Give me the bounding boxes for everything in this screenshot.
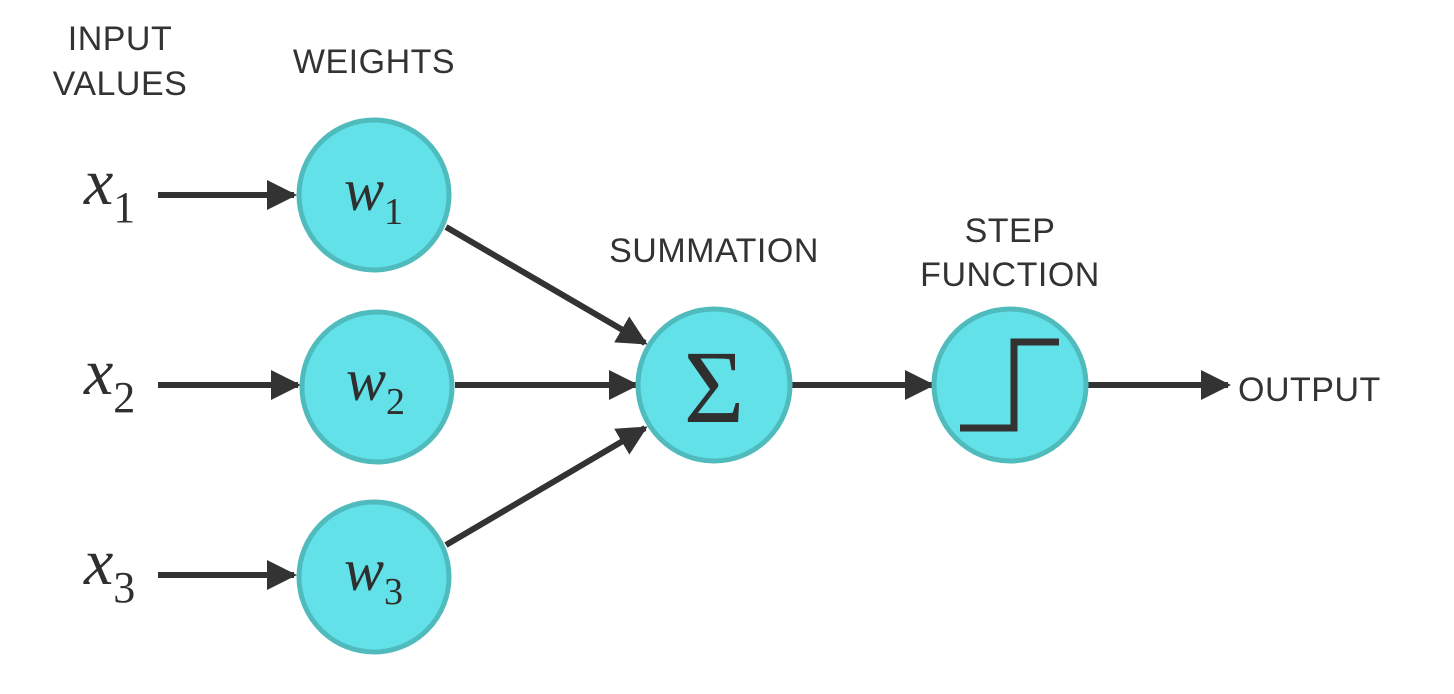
svg-text:x2: x2 — [83, 336, 135, 422]
input-index: 3 — [113, 563, 135, 612]
step-function-label-line1: STEP — [965, 212, 1056, 250]
svg-text:w2: w2 — [346, 347, 405, 423]
weight-symbol: w — [344, 537, 384, 603]
weight-node-1: w1 — [296, 117, 452, 273]
weight-1-to-sum-arrow — [444, 224, 648, 346]
input-symbol: x — [83, 336, 113, 409]
step-function-label-line2: FUNCTION — [920, 256, 1100, 294]
summation-label: SUMMATION — [609, 232, 819, 270]
input-values-label-line2: VALUES — [53, 65, 188, 103]
input-index: 2 — [113, 373, 135, 422]
step-function-node — [931, 306, 1089, 464]
sigma-icon: Σ — [684, 330, 745, 445]
weight-node-2: w2 — [299, 309, 455, 465]
step-function-icon — [960, 338, 1059, 432]
output-label: OUTPUT — [1238, 371, 1381, 409]
input-values-label-line1: INPUT — [68, 20, 173, 58]
weights-label: WEIGHTS — [293, 43, 455, 81]
svg-text:w1: w1 — [344, 157, 403, 233]
input-symbol: x — [83, 526, 113, 599]
input-x3: x3 — [83, 526, 135, 612]
input-symbol: x — [83, 146, 113, 219]
svg-text:x3: x3 — [83, 526, 135, 612]
weight-symbol: w — [344, 157, 384, 223]
weight-index: 3 — [384, 571, 403, 613]
input-index: 1 — [113, 183, 135, 232]
input-x1: x1 — [83, 146, 135, 232]
weight-index: 2 — [386, 381, 405, 423]
weight-node-3: w3 — [296, 499, 452, 655]
svg-text:w3: w3 — [344, 537, 403, 613]
weight-3-to-sum-arrow — [444, 425, 648, 548]
weight-symbol: w — [346, 347, 386, 413]
input-x2: x2 — [83, 336, 135, 422]
svg-text:x1: x1 — [83, 146, 135, 232]
weight-index: 1 — [384, 191, 403, 233]
summation-node: Σ — [635, 306, 793, 464]
